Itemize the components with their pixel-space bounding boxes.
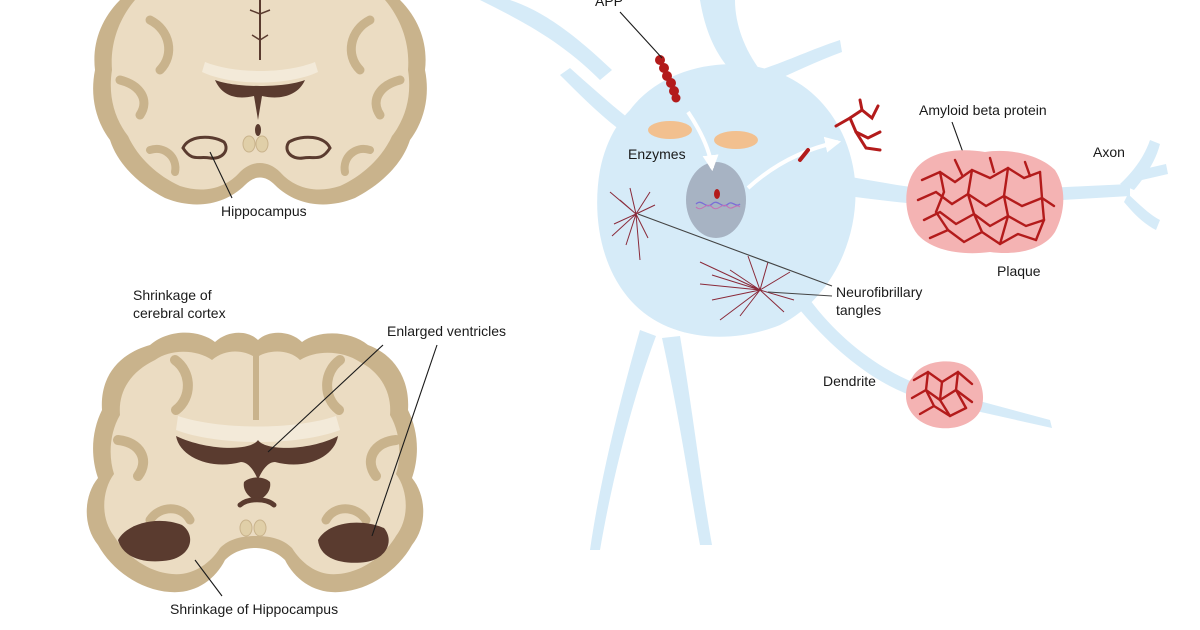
label-enlarged-ventricles: Enlarged ventricles [387,323,506,339]
enzyme-right [714,131,758,149]
healthy-brain-section: Hippocampus [93,0,427,219]
healthy-corpus-callosum [202,62,318,83]
app-protein-chain [655,55,681,103]
healthy-ventricles [215,80,305,120]
neuron-nucleus [686,162,746,238]
label-hippocampus: Hippocampus [221,203,307,219]
alzheimer-hippocampus-right [318,522,389,563]
label-tangles-1: Neurofibrillary [836,284,922,300]
alzheimer-enlarged-ventricles [176,436,338,480]
alzheimer-corpus-callosum [176,416,340,442]
amyloid-fragment [834,98,882,152]
label-app: APP [595,0,623,9]
healthy-hippocampus-right [285,135,332,160]
tangle-upper [609,187,656,261]
label-shrinkage-hippocampus: Shrinkage of Hippocampus [170,601,338,617]
tangle-lower [699,255,795,321]
label-shrinkage-cortex-2: cerebral cortex [133,305,226,321]
enzyme-left [648,121,692,139]
label-plaque: Plaque [997,263,1041,279]
alzheimer-brain-section: Shrinkage of cerebral cortex Enlarged ve… [86,287,506,617]
dendrite-plaque-fibrils [910,370,974,418]
label-amyloid-beta: Amyloid beta protein [919,102,1047,118]
neuron-section: Enzymes APP Amyloid beta protein [480,0,1168,550]
label-dendrite: Dendrite [823,373,876,389]
plaque-fibrils [916,156,1056,246]
label-tangles-2: tangles [836,302,881,318]
label-enzymes: Enzymes [628,146,686,162]
healthy-hippocampus-left [181,135,228,160]
label-axon: Axon [1093,144,1125,160]
alzheimer-hippocampus-left [118,520,191,562]
label-shrinkage-cortex-1: Shrinkage of [133,287,212,303]
